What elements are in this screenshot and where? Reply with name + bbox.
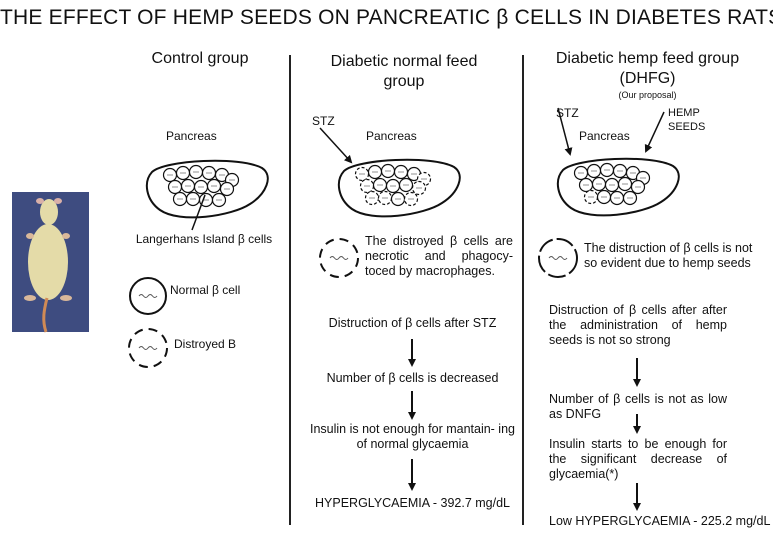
dnfg-destroyed-cell-icon [319, 238, 359, 278]
dhfg-step-3: Insulin starts to be enough for the sign… [549, 437, 727, 481]
control-islet-cells [162, 164, 240, 208]
dhfg-step-4: Low HYPERGLYCAEMIA - 225.2 mg/dL [549, 514, 771, 528]
rat-head [40, 199, 58, 225]
dhfg-cell-icon [538, 238, 578, 278]
dhfg-heading: Diabetic hemp feed group (DHFG) [530, 49, 765, 89]
column-divider-left [289, 55, 291, 525]
dnfg-pancreas [319, 127, 461, 218]
control-pancreas [145, 159, 269, 231]
dnfg-stz-arrow [319, 127, 353, 164]
dnfg-step-2: Number of β cells is decreased [326, 371, 499, 385]
dhfg-heading-line1: Diabetic hemp feed group [555, 50, 740, 67]
control-heading: Control group [151, 50, 249, 67]
dnfg-heading-line1: Diabetic normal feed [330, 53, 478, 70]
legend-destroyed-cell [128, 328, 168, 368]
column-divider-right [522, 55, 524, 525]
control-pancreas-label: Pancreas [166, 129, 217, 143]
dhfg-islet-cells [573, 162, 651, 206]
page-title: THE EFFECT OF HEMP SEEDS ON PANCREATIC β… [0, 6, 773, 29]
dhfg-pancreas [556, 107, 680, 217]
dnfg-heading-line2: group [383, 73, 425, 90]
dhfg-step-2: Number of β cells is not as low as DNFG [549, 392, 727, 421]
control-islet-pointer [191, 194, 206, 231]
dhfg-heading-line2: (DHFG) [619, 70, 676, 87]
control-islands-label: Langerhans Island β cells [135, 232, 273, 246]
dnfg-step-1: Distruction of β cells after STZ [328, 316, 497, 330]
legend-destroyed-label: Distroyed B [174, 337, 237, 351]
dhfg-stz-label: STZ [556, 106, 579, 120]
legend-normal-cell [129, 277, 167, 315]
rat-body [28, 224, 68, 300]
legend-normal-label: Normal β cell [170, 283, 241, 297]
dnfg-stz-label: STZ [312, 114, 335, 128]
rat-tail [42, 297, 49, 333]
rat-photo [12, 192, 89, 333]
dnfg-pancreas-label: Pancreas [366, 129, 417, 143]
dnfg-destroyed-note: The distroyed β cells are necrotic and p… [365, 234, 513, 278]
dhfg-hemp-arrow [644, 111, 665, 153]
dnfg-step-3: Insulin is not enough for mantain- ing o… [310, 422, 515, 451]
dnfg-step-4: HYPERGLYCAEMIA - 392.7 mg/dL [315, 496, 510, 510]
dnfg-islet-cells [354, 163, 432, 207]
dhfg-pancreas-label: Pancreas [579, 129, 630, 143]
dnfg-heading: Diabetic normal feed group [304, 52, 504, 92]
dhfg-hemp-label: HEMP SEEDS [668, 107, 706, 133]
dhfg-destroyed-note: The distruction of β cells is not so evi… [584, 241, 753, 270]
dhfg-subheading: (Our proposal) [618, 90, 677, 100]
dhfg-step-1: Distruction of β cells after after the a… [549, 303, 727, 347]
dhfg-stz-arrow [557, 107, 573, 156]
